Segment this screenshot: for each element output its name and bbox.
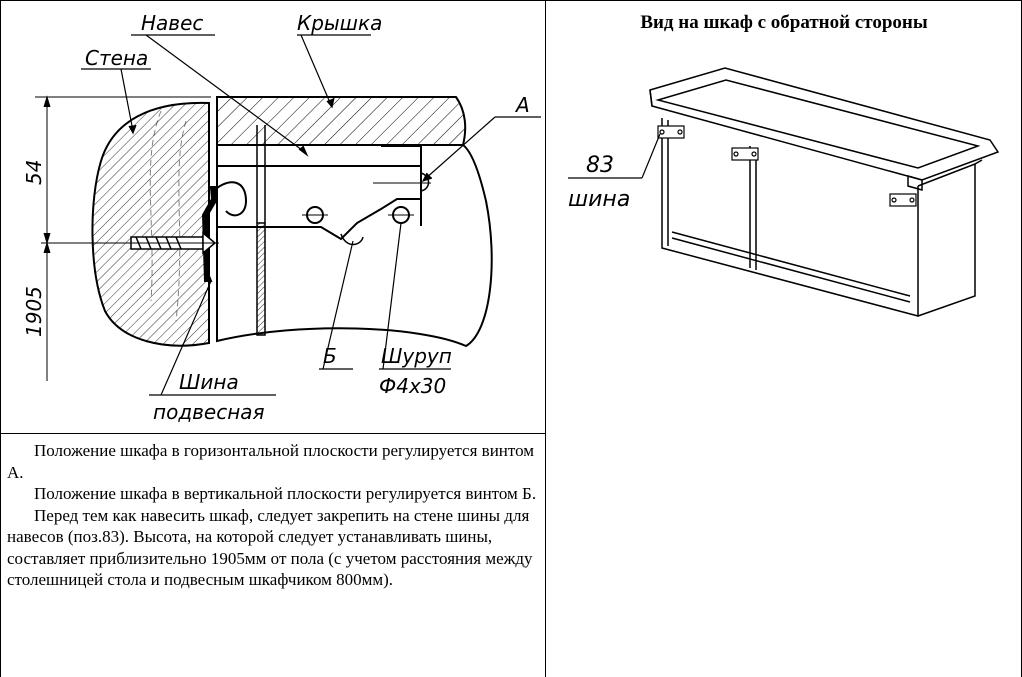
label-stena: Стена [85,46,148,70]
label-shurup: Шуруп [381,344,452,368]
label-a: А [514,93,530,117]
table-border-left [0,0,1,677]
table-row-divider [0,433,546,434]
table-column-divider [545,0,546,677]
label-shina: Шина [179,370,239,394]
instruction-paragraph: Перед тем как навесить шкаф, следует зак… [7,505,533,590]
table-border-top [0,0,1022,1]
label-b: Б [323,344,337,368]
wall-rail [201,186,219,282]
cabinet-back-view-drawing: 83 шина [568,67,1000,317]
label-naves: Навес [141,11,203,35]
rail-bracket-middle [731,147,759,161]
instruction-paragraph: Положение шкафа в вертикальной плоскости… [34,484,537,503]
label-83: 83 [586,153,614,178]
dimension-1905: 1905 [22,286,46,337]
label-podvesnaya: подвесная [153,400,265,424]
dimension-54: 54 [22,160,46,185]
dimension-lines [35,95,211,381]
wall-section [91,101,210,347]
rail-bracket-right [889,193,917,207]
cabinet-body [216,144,493,348]
lid-section [216,96,467,146]
right-heading: Вид на шкаф с обратной стороны [640,12,928,33]
label-kryshka: Крышка [297,11,382,35]
label-shina-right: шина [568,187,630,212]
instruction-paragraph: Положение шкафа в горизонтальной плоскос… [7,441,535,482]
hanger-mechanism [212,145,431,246]
back-panel [256,222,266,336]
leader-lines [81,34,541,396]
wall-anchor [41,231,219,255]
rail-bracket-left [657,125,685,139]
instructions-text: Положение шкафа в горизонтальной плоскос… [7,440,542,591]
mounting-detail-drawing: Навес Крышка Стена А Б Шуруп Ф4х30 Шина … [22,11,541,424]
label-shurup-size: Ф4х30 [379,374,446,398]
